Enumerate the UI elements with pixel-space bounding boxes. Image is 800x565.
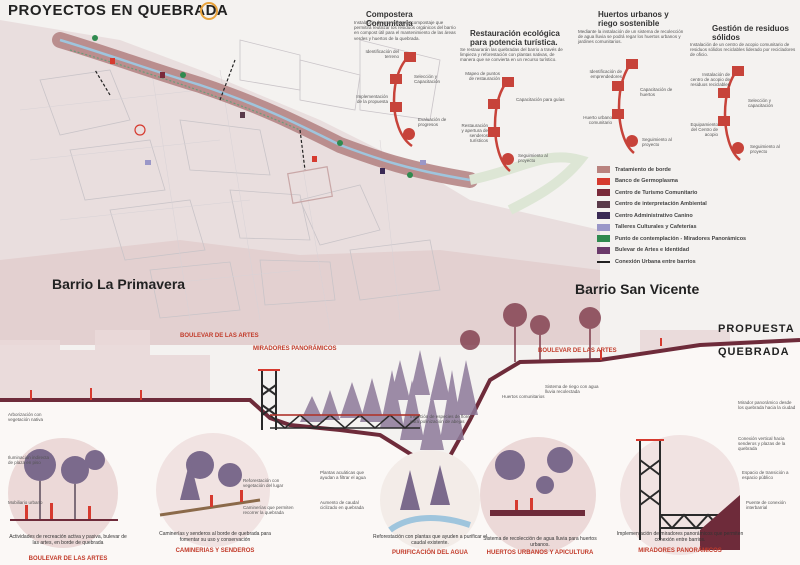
forest — [300, 350, 478, 450]
step-icon — [404, 52, 416, 62]
ravine-section — [0, 303, 800, 565]
step-icon — [390, 74, 402, 84]
legend-item: Punto de contemplación - Miradores Panor… — [597, 233, 797, 245]
stream-line — [59, 38, 471, 182]
panel-title: Restauración ecológica para potencia tur… — [470, 29, 560, 47]
legend-swatch — [597, 246, 610, 254]
detail-annotation: Arborización con vegetación nativa — [8, 412, 44, 422]
barrio-label-vicente: Barrio San Vicente — [575, 281, 700, 297]
detail-annotation: Huertos comunitarios — [502, 394, 545, 399]
detail-title: BOULEVAR DE LAS ARTES — [28, 556, 108, 562]
detail-annotation: Puente de conexión interbarrial — [746, 500, 786, 510]
detail-title: HUERTOS URBANOS Y APICULTURA — [486, 550, 594, 556]
site-map — [0, 0, 600, 345]
step-label: Mapeo de puntos de restauración — [465, 71, 500, 81]
panel-title: Compostera Comunitaria — [366, 10, 413, 28]
detail-annotation: Mirador panorámico desde los quebrada ha… — [738, 400, 796, 410]
panel-compostera: Compostera Comunitaria Instalación de un… — [354, 2, 459, 152]
urban-connections — [94, 59, 306, 171]
panel-description: Mediante la instalación de un sistema de… — [578, 29, 684, 45]
detail-annotation: Sistema de riego con agua lluvia recolec… — [545, 384, 599, 394]
step-label: Instalación de centro de acopio de resid… — [690, 72, 730, 87]
legend-swatch — [597, 200, 610, 208]
process-diagram — [390, 52, 416, 148]
legend-swatch — [597, 189, 610, 197]
map-markers — [92, 35, 426, 178]
panel-description: Se restaurarán las quebradas del barrio … — [460, 47, 563, 63]
detail-annotation: Inserción de especies de flores para pol… — [410, 414, 473, 424]
panel-title: Huertos urbanos y riego sostenible — [598, 10, 669, 28]
detail-annotation: Espacio de transición a espacio público — [742, 470, 789, 480]
process-diagram — [718, 66, 744, 161]
detail-caption: Implementación de miradores panorámicos … — [616, 531, 744, 543]
panel-residuos: Gestión de residuos sólidos Instalación … — [690, 24, 798, 164]
detail-caption: Reforestación con plantas que ayuden a p… — [373, 534, 487, 546]
step-label: Capacitación para guías — [516, 97, 565, 102]
legend-swatch — [597, 235, 610, 243]
detail-annotation: Caminerías que permiten recorrer la queb… — [243, 505, 294, 515]
step-label: Equipamiento del Centro de acopio — [690, 122, 718, 137]
step-label: Evaluación de progresos — [418, 117, 447, 127]
detail-annotation: Conexión vertical hacia senderos y plaza… — [738, 436, 786, 451]
detail-annotation: Aumento de caudal ciclizado en quebrada — [320, 500, 364, 510]
step-label: Huerto urbano comunitario — [583, 115, 612, 125]
legend-item: Banco de Germoplasma — [597, 176, 797, 188]
label-boulevard-right: BOULEVAR DE LAS ARTES — [538, 348, 617, 354]
map-legend: Tratamiento de borde Banco de Germoplasm… — [597, 164, 797, 268]
detail-annotation: Iluminación indirecta de plaza en piso — [8, 455, 50, 465]
step-icon — [403, 128, 415, 140]
detail-caption: Sistema de recolección de agua lluvia pa… — [483, 536, 597, 548]
legend-swatch — [597, 166, 610, 174]
barrio-label-primavera: Barrio La Primavera — [52, 276, 186, 292]
step-icon — [390, 102, 402, 112]
legend-item: Bulevar de Artes e Identidad — [597, 245, 797, 257]
legend-swatch — [597, 260, 610, 263]
panel-restauracion: Restauración ecológica para potencia tur… — [460, 25, 570, 175]
legend-swatch — [597, 177, 610, 185]
step-label: Seguimiento al proyecto — [518, 153, 548, 163]
step-label: Selección y Capacitación — [414, 74, 441, 84]
step-label: Seguimiento al proyecto — [750, 144, 780, 154]
panel-title: Gestión de residuos sólidos — [712, 24, 789, 42]
label-miradores: MIRADORES PANORÁMICOS — [253, 346, 337, 352]
step-label: Identificación de emprendedores — [589, 69, 622, 79]
panel-description: Instalación de una planta de compostaje … — [354, 20, 456, 41]
detail-caption: Actividades de recreación activa y pasiv… — [9, 534, 127, 546]
legend-item: Conexión Urbana entre barrios — [597, 256, 797, 268]
legend-item: Centro de Turismo Comunitario — [597, 187, 797, 199]
process-diagram — [488, 77, 514, 172]
step-label: Capacitación de huertos — [640, 87, 673, 97]
panel-huertos: Huertos urbanos y riego sostenible Media… — [578, 5, 688, 160]
step-label: Selección y capacitación — [748, 98, 774, 108]
legend-swatch — [597, 212, 610, 220]
sun-icon — [200, 2, 218, 20]
legend-item: Centro de interpretación Ambiental — [597, 199, 797, 211]
page-title: PROYECTOS EN QUEBRADA — [8, 2, 229, 19]
label-propuesta: PROPUESTA — [718, 323, 795, 335]
step-label: Restauración y apertura de senderos turí… — [461, 123, 488, 143]
legend-item: Tratamiento de borde — [597, 164, 797, 176]
legend-item: Centro Administrativo Canino — [597, 210, 797, 222]
detail-title: PURIFICACIÓN DEL AGUA — [391, 550, 468, 556]
urban-blocks — [39, 39, 441, 319]
label-boulevard-left: BOULEVAR DE LAS ARTES — [180, 333, 259, 339]
detail-annotation: Mobiliario urbano — [8, 500, 43, 505]
panel-description: Instalación de un centro de acopio comun… — [690, 42, 796, 58]
detail-annotation: Plantas acuáticas que ayudan a filtrar e… — [320, 470, 366, 480]
step-label: Seguimiento al proyecto — [642, 137, 672, 147]
detail-caption: Caminerías y senderos al borde de quebra… — [159, 531, 271, 543]
step-label: Identificación del terreno — [365, 49, 399, 59]
legend-item: Talleres Culturales y Cafeterías — [597, 222, 797, 234]
detail-annotation: Reforestación con vegetación del lugar — [243, 478, 284, 488]
detail-title: MIRADORES PANORÁMICOS — [638, 548, 722, 554]
label-quebrada: QUEBRADA — [718, 346, 790, 358]
step-label: Implementación de la propuesta — [356, 94, 388, 104]
detail-title: CAMINERIAS Y SENDEROS — [175, 548, 255, 554]
legend-swatch — [597, 223, 610, 231]
mirador-tower — [258, 369, 280, 430]
process-diagram — [612, 59, 638, 154]
